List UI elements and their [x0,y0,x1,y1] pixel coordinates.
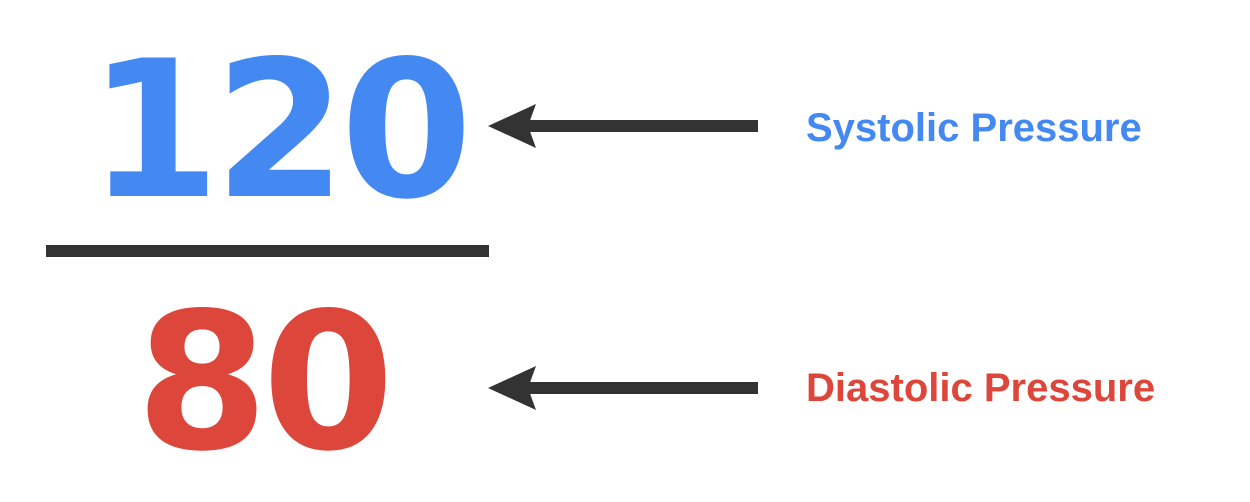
arrow-head [488,366,536,410]
fraction-divider [46,245,489,257]
diastolic-value: 80 [136,272,394,493]
systolic-value: 120 [88,20,473,241]
arrow-left-icon [488,366,758,410]
diastolic-label: Diastolic Pressure [806,366,1156,410]
arrow-head [488,104,536,148]
arrow-shaft [528,120,758,132]
arrow-shaft [528,382,758,394]
arrow-left-icon [488,104,758,148]
systolic-label: Systolic Pressure [806,106,1142,150]
